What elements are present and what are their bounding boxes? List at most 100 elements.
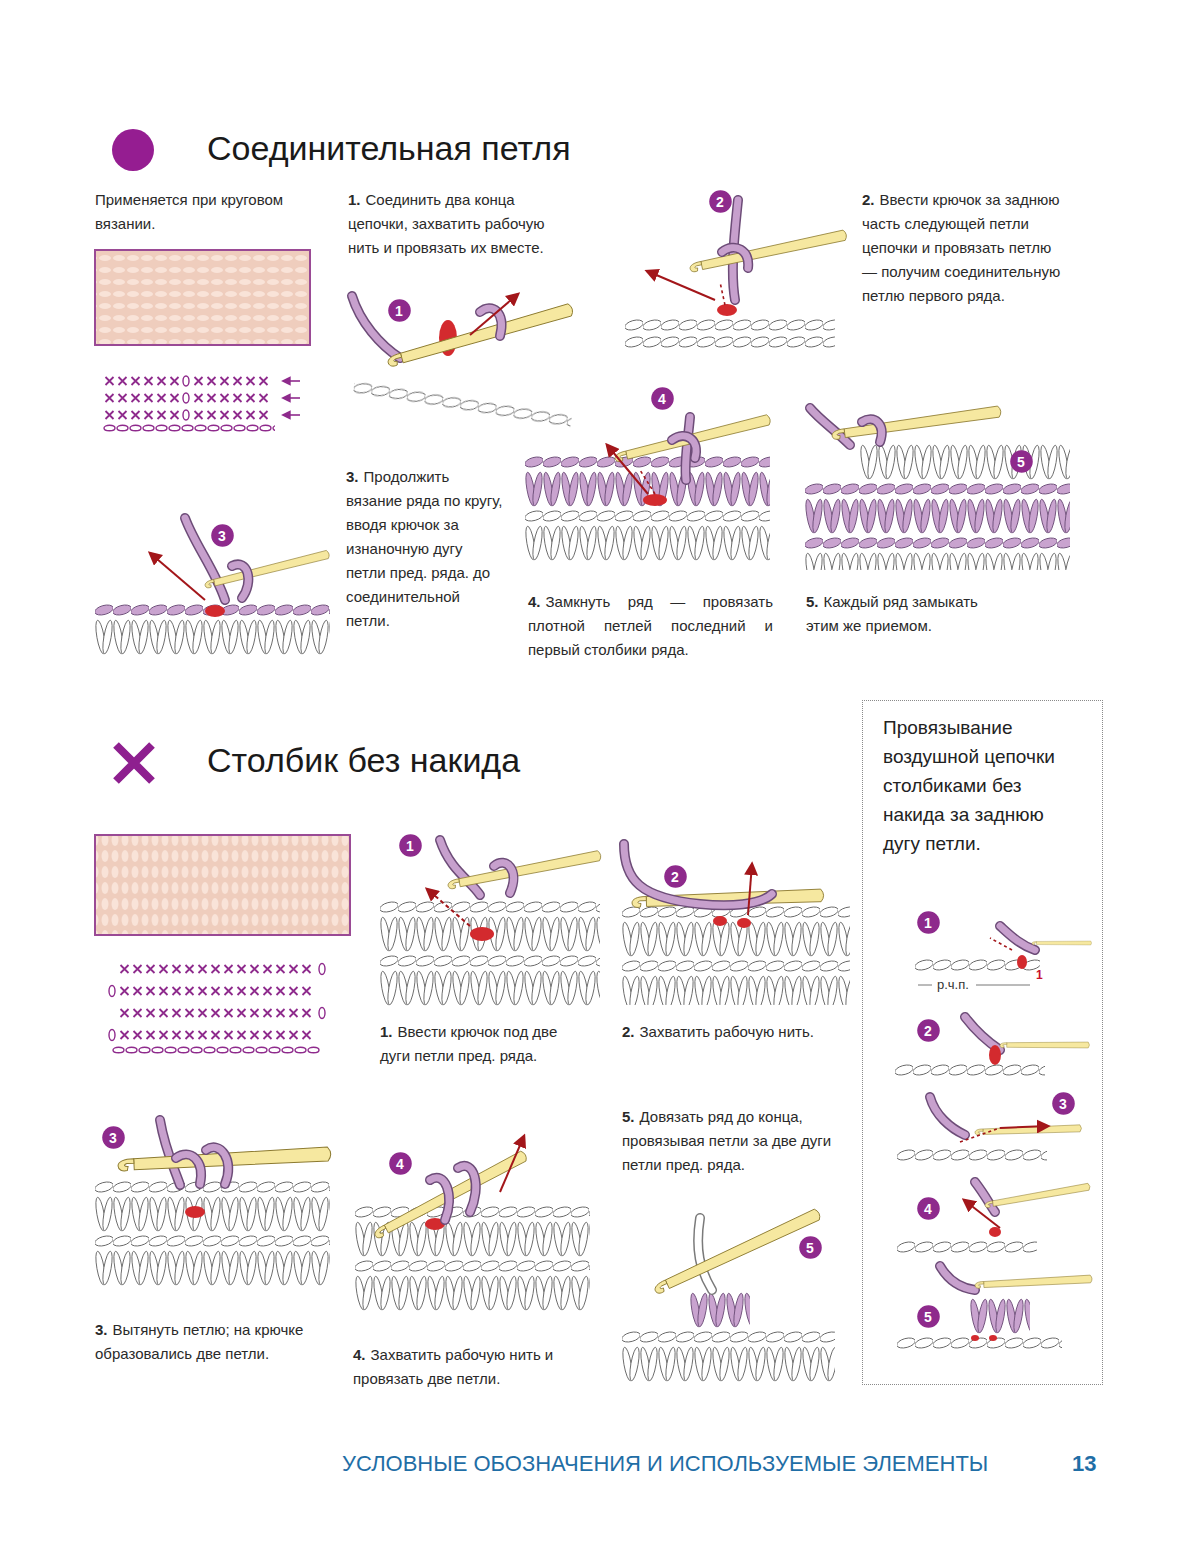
crochet-illustration: [652, 1208, 821, 1295]
callout-number: 4: [917, 1197, 940, 1220]
crochet-illustration: [1032, 941, 1092, 945]
step-text: 1.Ввести крючок под две дуги петли пред.…: [380, 1020, 585, 1068]
crochet-illustration: [206, 1147, 228, 1184]
callout-text: 1: [395, 300, 403, 323]
crochet-illustration: [990, 938, 1012, 950]
crochet-illustration: [458, 1166, 476, 1212]
callout-number: 1: [917, 911, 940, 934]
step-text: 3.Продолжить вязание ряда по кругу, ввод…: [346, 465, 504, 633]
note-box: Провязывание воздушной цепочки столбикам…: [862, 700, 1103, 1385]
crochet-illustration: [810, 408, 850, 445]
crochet-illustration: [95, 1120, 331, 1288]
crochet-illustration: [355, 1136, 590, 1313]
step-number: 1.: [348, 191, 361, 208]
callout-text: 1: [924, 912, 932, 935]
section-heading: Столбик без накида: [207, 740, 767, 781]
step-number: 4.: [528, 593, 541, 610]
crochet-illustration: [1000, 1126, 1048, 1128]
step-text: 2.Ввести крючок за заднюю часть следующе…: [862, 188, 1067, 308]
crochet-illustration: [805, 496, 1070, 536]
section-heading: Соединительная петля: [207, 128, 767, 169]
crochet-illustration: [690, 1290, 750, 1330]
symbol-chart: [103, 424, 275, 432]
crochet-illustration: [352, 294, 574, 428]
symbol-chart: [103, 409, 181, 421]
crochet-illustration: [185, 1206, 205, 1218]
page-number: 13: [1072, 1451, 1096, 1476]
crochet-illustration: [500, 1136, 524, 1192]
symbol-chart: [118, 1029, 313, 1041]
step-text: 5.Каждый ряд замыкать этим же приемом.: [806, 590, 991, 638]
step-text: 2.Захватить рабочую нить.: [622, 1020, 827, 1044]
step-text: Захватить рабочую нить и провязать две п…: [353, 1346, 553, 1387]
crochet-illustration: [205, 605, 225, 617]
crochet-illustration: [831, 406, 1001, 441]
crochet-illustration: [960, 1128, 1000, 1142]
step-text: 1.Соединить два конца цепочки, захватить…: [348, 188, 573, 260]
crochet-illustration: [625, 200, 847, 349]
symbol-chart: [103, 392, 181, 404]
callout-number: 1: [388, 299, 411, 322]
crochet-illustration: [525, 414, 771, 563]
crochet-illustration: [622, 959, 850, 973]
section-icon: [116, 745, 152, 781]
crochet-illustration: [672, 436, 696, 458]
crochet-illustration: [355, 1259, 590, 1273]
crochet-illustration: [176, 1154, 201, 1184]
crochet-illustration: [918, 985, 1030, 986]
crochet-illustration: [622, 1208, 835, 1384]
crochet-illustration: [458, 1166, 476, 1212]
callout-text: 2: [924, 1020, 932, 1043]
crochet-illustration: [355, 1273, 590, 1313]
crochet-illustration: [989, 1045, 1001, 1065]
symbol-chart: [103, 375, 181, 387]
crochet-illustration: [95, 617, 330, 657]
crochet-illustration: [176, 1154, 201, 1184]
crochet-illustration: [380, 968, 600, 1008]
symbol-chart: [183, 410, 189, 420]
crochet-illustration: [897, 1148, 1047, 1162]
crochet-illustration: [975, 1275, 1092, 1289]
crochet-illustration: [386, 303, 574, 368]
symbol-chart: [109, 963, 325, 1054]
swatch-photo: [95, 835, 350, 935]
crochet-illustration: [625, 335, 835, 349]
crochet-illustration: [647, 271, 715, 300]
crochet-illustration: [95, 1180, 330, 1194]
crochet-illustration: [722, 248, 748, 268]
crochet-illustration: [975, 1125, 1082, 1136]
crochet-illustration: [970, 1296, 1030, 1336]
crochet-illustration: [689, 230, 847, 273]
step-text: Каждый ряд замыкать этим же приемом.: [806, 593, 978, 634]
crochet-illustration: [862, 419, 882, 442]
crochet-illustration: [607, 445, 648, 494]
step-text: 4.Захватить рабочую нить и провязать две…: [353, 1343, 598, 1391]
crochet-illustration: [975, 1182, 995, 1212]
crochet-illustration: [810, 408, 850, 445]
crochet-illustration: [717, 304, 737, 316]
crochet-illustration: [353, 380, 572, 428]
step-text: Захватить рабочую нить.: [640, 1023, 814, 1040]
crochet-illustration: [805, 536, 1070, 550]
crochet-illustration: [95, 1194, 330, 1234]
page-footer: УСЛОВНЫЕ ОБОЗНАЧЕНИЯ И ИСПОЛЬЗУЕМЫЕ ЭЛЕМ…: [342, 1451, 988, 1476]
callout-text: 4: [924, 1198, 932, 1221]
crochet-illustration: [206, 1147, 228, 1184]
step-text: Вытянуть петлю; на крючке образовались д…: [95, 1321, 303, 1362]
crochet-illustration: [95, 518, 330, 657]
crochet-illustration: [470, 294, 518, 335]
crochet-illustration: [805, 406, 1070, 570]
crochet-illustration: [95, 1248, 330, 1288]
crochet-illustration: [672, 436, 696, 458]
crochet-illustration: [685, 417, 690, 480]
crochet-illustration: [470, 927, 494, 941]
page-footer: УСЛОВНЫЕ ОБОЗНАЧЕНИЯ И ИСПОЛЬЗУЕМЫЕ ЭЛЕМ…: [342, 1450, 1042, 1478]
step-text: Ввести крючок за заднюю часть следующей …: [862, 191, 1060, 304]
crochet-illustration: [971, 1335, 979, 1341]
crochet-illustration: [625, 318, 835, 332]
crochet-illustration: [698, 1218, 712, 1290]
callout-number: 1: [1036, 968, 1043, 982]
crochet-illustration: [525, 523, 770, 563]
symbol-chart: [319, 1008, 325, 1019]
crochet-illustration: [494, 863, 513, 893]
